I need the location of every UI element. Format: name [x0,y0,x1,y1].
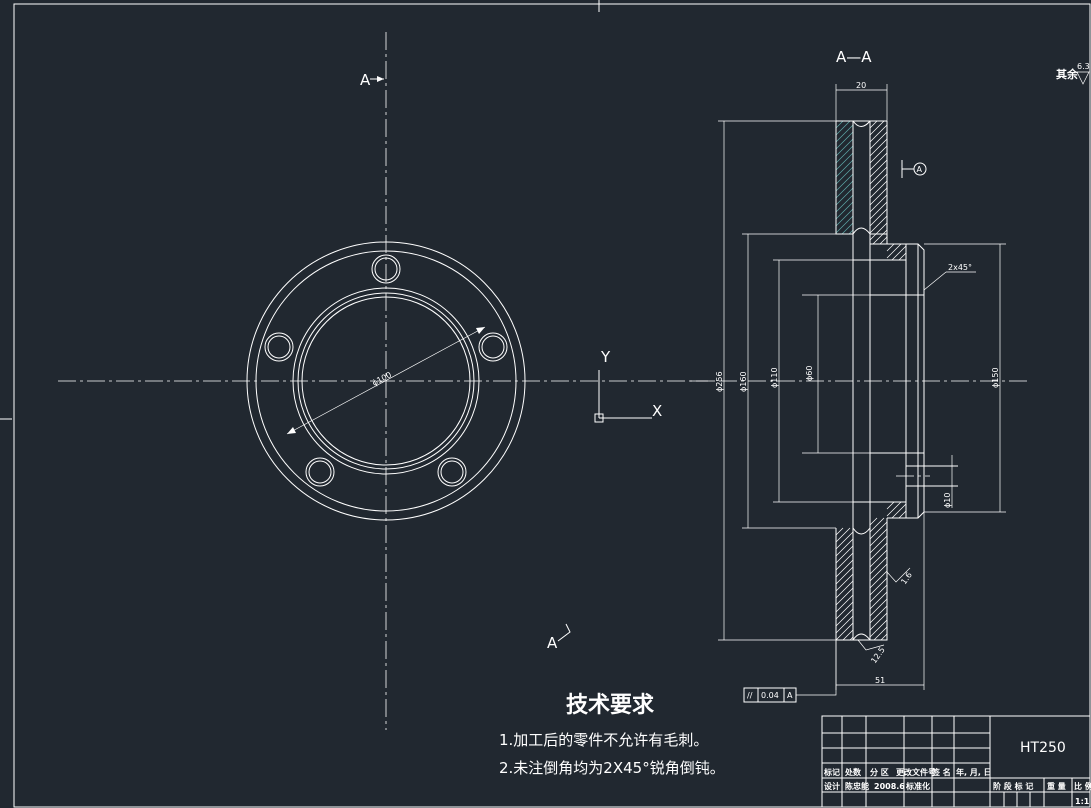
dim-phi60: ϕ60 [805,366,814,381]
ucs-icon: Y X [594,348,662,423]
svg-text:1.加工后的零件不允许有毛刺。: 1.加工后的零件不允许有毛刺。 [499,731,708,749]
svg-text:更改文件号: 更改文件号 [896,767,936,777]
svg-text:阶 段 标 记: 阶 段 标 记 [993,781,1033,791]
surface-roughness-note: 其余 6.3 [1056,62,1090,85]
svg-text:2.未注倒角均为2X45°锐角倒钝。: 2.未注倒角均为2X45°锐角倒钝。 [499,759,725,777]
svg-text:A: A [547,634,558,652]
tolerance-frame: // 0.04 A [743,640,837,703]
dim-phi100: ϕ100 [371,370,393,388]
dim-phi256: ϕ256 [715,371,724,392]
svg-text:0.04: 0.04 [761,691,779,700]
svg-text:6.3: 6.3 [1077,62,1090,71]
chamfer-note: 2x45° [948,263,972,272]
svg-text:签 名: 签 名 [931,767,951,777]
dim-phi160: ϕ160 [739,371,748,392]
svg-text:1:1: 1:1 [1075,797,1090,806]
title-block: HT250 标记 处数 分 区 更改文件号 签 名 年, 月, 日 设计 陈忠能… [821,715,1091,808]
svg-text:重 量: 重 量 [1047,781,1066,791]
svg-text://: // [747,691,753,700]
dim-width-51: 51 [875,676,885,685]
svg-text:分 区: 分 区 [870,767,889,777]
svg-text:年, 月, 日: 年, 月, 日 [956,767,992,777]
svg-text:Y: Y [600,348,611,366]
svg-text:A: A [360,71,371,89]
svg-text:技术要求: 技术要求 [566,693,654,718]
material-label: HT250 [1020,740,1066,756]
dim-width-20: 20 [856,81,866,90]
svg-text:2008.6: 2008.6 [874,782,905,791]
svg-text:处数: 处数 [844,767,862,777]
svg-text:其余: 其余 [1056,67,1079,81]
svg-text:比 例: 比 例 [1074,781,1091,791]
technical-requirements: 技术要求 1.加工后的零件不允许有毛刺。 2.未注倒角均为2X45°锐角倒钝。 [499,693,725,777]
section-marker-top: A [360,71,384,89]
dim-phi110: ϕ110 [770,367,779,388]
svg-text:设计: 设计 [824,781,840,791]
svg-text:陈忠能: 陈忠能 [845,781,869,791]
svg-text:标记: 标记 [823,767,840,777]
section-view: A—A [690,48,1030,703]
dim-phi10: ϕ10 [943,493,952,508]
svg-text:1.6: 1.6 [899,571,914,587]
svg-text:A: A [917,165,923,174]
drawing-frame [13,3,1091,808]
svg-text:标准化: 标准化 [905,781,930,791]
section-marker-bottom: A [547,623,571,652]
section-title: A—A [836,48,872,66]
dim-phi150: ϕ150 [991,367,1000,388]
svg-text:A: A [787,691,793,700]
front-view: ϕ100 [58,32,712,730]
svg-text:X: X [652,402,662,420]
datum-a: A [901,160,927,178]
